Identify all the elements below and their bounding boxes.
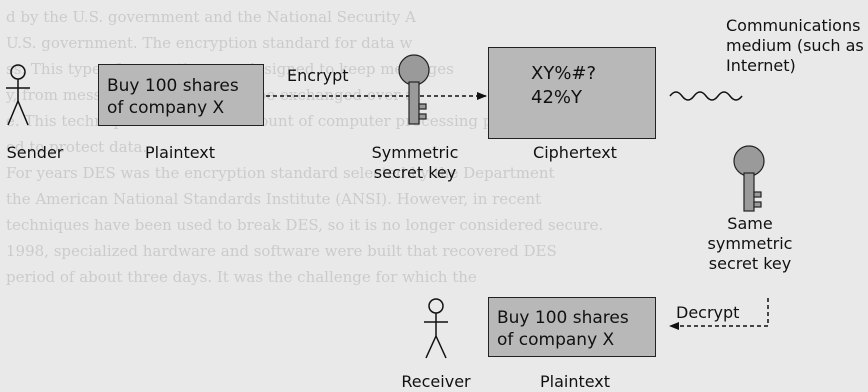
- symmetric-key-icon: [398, 54, 430, 125]
- plaintext-top-box: Buy 100 shares of company X: [98, 64, 264, 126]
- ciphertext-label: Ciphertext: [533, 143, 617, 162]
- plaintext-bottom-line1: Buy 100 shares: [497, 308, 629, 328]
- ciphertext-line1: XY%#?: [531, 63, 597, 84]
- medium-label-line3: Internet): [726, 56, 796, 75]
- same-key-icon: [733, 145, 765, 212]
- ciphertext-line2: 42%Y: [531, 87, 583, 108]
- medium-label-line2: medium (such as: [726, 36, 864, 55]
- plaintext-bottom-line2: of company X: [497, 330, 615, 350]
- same-key-label-line1: Same: [727, 214, 773, 233]
- medium-label-line1: Communications: [726, 16, 861, 35]
- sender-figure-icon: [6, 64, 30, 126]
- ciphertext-box: XY%#? 42%Y: [488, 47, 656, 139]
- same-key-label-line3: secret key: [708, 254, 792, 273]
- plaintext-bottom-label: Plaintext: [539, 372, 611, 391]
- same-key-label: Same symmetric secret key: [690, 214, 810, 274]
- plaintext-top-label: Plaintext: [144, 143, 216, 162]
- background-line: ed to protect data.: [6, 138, 148, 156]
- symmetric-key-label: Symmetric secret key: [350, 143, 480, 183]
- decrypt-label: Decrypt: [676, 303, 740, 322]
- communications-wave: [669, 91, 743, 101]
- encrypt-label: Encrypt: [287, 66, 349, 85]
- plaintext-top-line1: Buy 100 shares: [107, 76, 239, 96]
- plaintext-bottom-box: Buy 100 shares of company X: [488, 297, 656, 357]
- receiver-label: Receiver: [401, 372, 471, 391]
- background-line: U.S. government. The encryption standard…: [6, 34, 413, 52]
- symmetric-key-label-line1: Symmetric: [371, 143, 459, 162]
- background-line: period of about three days. It was the c…: [6, 268, 477, 286]
- background-line: 1998, specialized hardware and software …: [6, 242, 557, 260]
- background-line: techniques have been used to break DES, …: [6, 216, 604, 234]
- receiver-figure-icon: [424, 298, 448, 359]
- symmetric-key-label-line2: secret key: [373, 163, 457, 182]
- decrypt-arrow: [669, 298, 769, 330]
- same-key-label-line2: symmetric: [707, 234, 793, 253]
- communications-medium-label: Communications medium (such as Internet): [726, 16, 868, 76]
- sender-label: Sender: [6, 143, 64, 162]
- background-line: For years DES was the encryption standar…: [6, 164, 555, 182]
- plaintext-top-line2: of company X: [107, 98, 225, 118]
- background-line: d by the U.S. government and the Nationa…: [6, 8, 416, 26]
- background-line: the American National Standards Institut…: [6, 190, 542, 208]
